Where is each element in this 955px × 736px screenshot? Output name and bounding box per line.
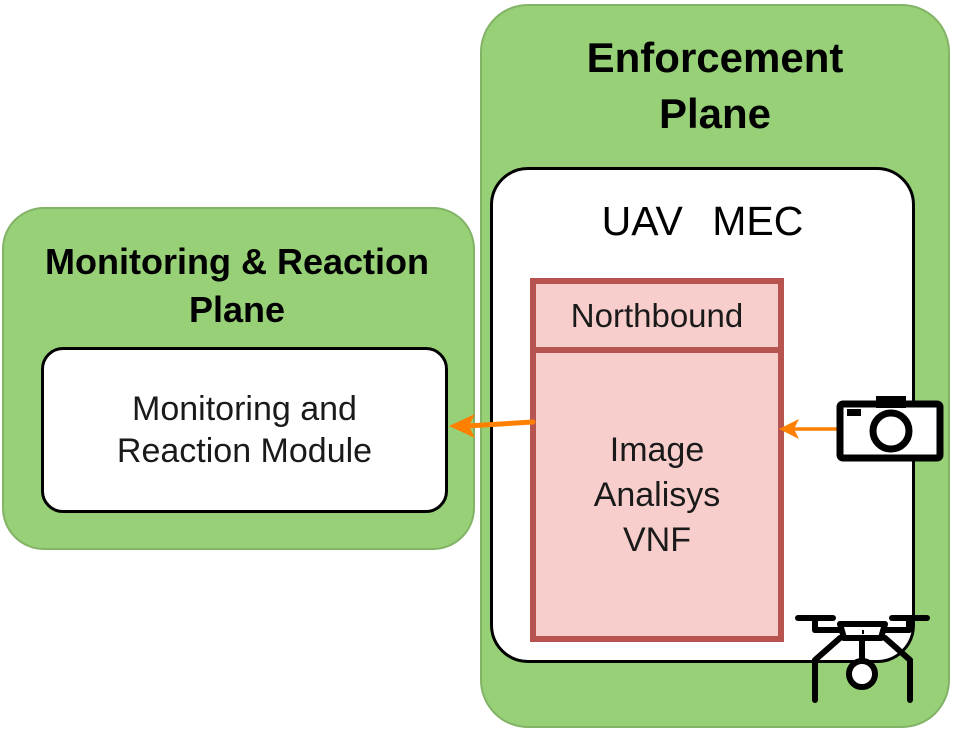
northbound-label: Northbound: [570, 296, 744, 334]
monitoring-plane-title: Monitoring & Reaction Plane: [45, 241, 429, 330]
camera-icon: [836, 396, 944, 462]
vnf-label: Image Analisys VNF: [593, 431, 721, 559]
northbound-interface: Northbound: [530, 278, 784, 353]
enforcement-plane-title: Enforcement Plane: [586, 34, 844, 137]
monitoring-module-label: Monitoring and Reaction Module: [116, 390, 373, 470]
monitoring-reaction-module: Monitoring and Reaction Module: [41, 347, 448, 513]
uav-mec-label: UAV MEC: [601, 198, 804, 244]
drone-icon: [795, 615, 930, 703]
camera-to-vnf-arrow: [779, 419, 841, 439]
vnf-to-module-arrow: [449, 414, 536, 438]
